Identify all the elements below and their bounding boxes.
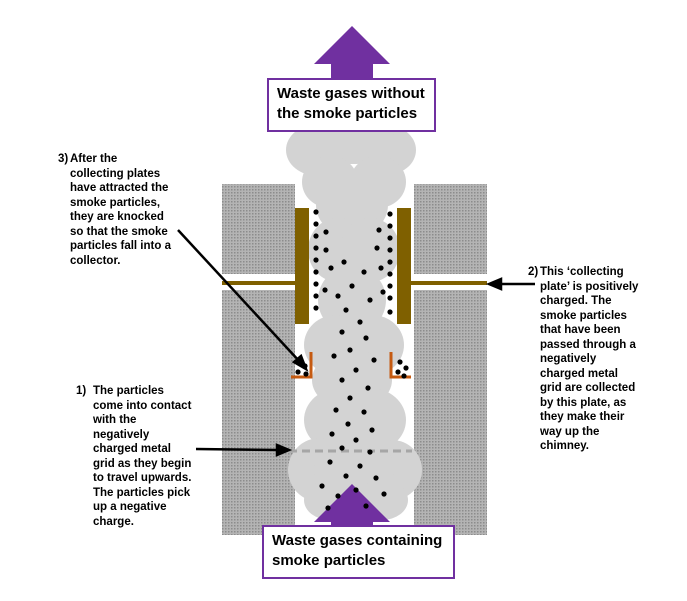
right-plate-connector [411, 281, 487, 285]
particle-dot [378, 265, 384, 271]
particle-dot [374, 245, 380, 251]
chimney-walls [222, 184, 487, 535]
arrow-to-collector [177, 229, 301, 363]
particle-dot [339, 329, 345, 335]
particle-dot [387, 271, 393, 277]
particle-dot [361, 409, 367, 415]
particle-dot [322, 287, 328, 293]
particle-dot [303, 371, 309, 377]
left-wall-upper [222, 184, 295, 274]
note-3: 3) After the collecting plates have attr… [58, 153, 171, 267]
particle-dot [313, 245, 319, 251]
particle-dot [353, 367, 359, 373]
particle-dot [295, 369, 301, 375]
pointer-arrows [177, 229, 535, 457]
note-2-number: 2) [528, 266, 539, 278]
particle-dot [387, 247, 393, 253]
particle-dot [387, 235, 393, 241]
particle-dot [325, 505, 331, 511]
left-collector [291, 352, 313, 379]
top-label-line2: the smoke particles [277, 105, 418, 122]
particle-dot [387, 295, 393, 301]
particle-dot [353, 437, 359, 443]
particle-dot [373, 475, 379, 481]
particle-dot [328, 265, 334, 271]
particle-dot [313, 293, 319, 299]
particle-dot [335, 293, 341, 299]
particle-dot [363, 503, 369, 509]
particle-dot [387, 309, 393, 315]
particle-dot [327, 459, 333, 465]
particle-dot [381, 491, 387, 497]
particle-dot [333, 407, 339, 413]
particle-dot [387, 223, 393, 229]
particle-dot [331, 353, 337, 359]
particle-dot [302, 363, 308, 369]
left-wall-lower [222, 290, 295, 535]
particle-dot [339, 445, 345, 451]
left-collecting-plate [295, 208, 309, 324]
particle-dot [357, 463, 363, 469]
particle-dot [357, 319, 363, 325]
particle-dot [367, 449, 373, 455]
right-wall-upper [414, 184, 487, 274]
particle-dot [403, 365, 409, 371]
top-label-line1: Waste gases without [277, 85, 425, 102]
bottom-label-line1: Waste gases containing [272, 532, 443, 549]
particle-dot [380, 289, 386, 295]
right-wall-lower [414, 290, 487, 535]
particle-dot [401, 373, 407, 379]
particle-dot [347, 347, 353, 353]
particle-dot [313, 269, 319, 275]
bottom-label-line2: smoke particles [272, 552, 386, 569]
particle-dot [323, 229, 329, 235]
particle-dot [313, 305, 319, 311]
right-collecting-plate [397, 208, 411, 324]
particle-dot [313, 209, 319, 215]
particle-dot [313, 257, 319, 263]
particle-dot [295, 357, 301, 363]
top-label-box: Waste gases without the smoke particles [267, 78, 436, 132]
arrow-to-grid [195, 447, 279, 452]
particle-dot [361, 269, 367, 275]
particle-dot [387, 259, 393, 265]
particle-dot [329, 431, 335, 437]
note-1-number: 1) [76, 385, 87, 397]
bottom-label-box: Waste gases containing smoke particles [262, 525, 455, 579]
particle-dot [349, 283, 355, 289]
particle-dot [343, 473, 349, 479]
particle-dot [397, 359, 403, 365]
particle-dot [319, 483, 325, 489]
particle-dot [347, 395, 353, 401]
particle-dot [387, 211, 393, 217]
particle-dot [339, 377, 345, 383]
particle-dot [353, 487, 359, 493]
particle-dot [313, 233, 319, 239]
note-3-number: 3) [58, 153, 69, 165]
particle-dot [365, 385, 371, 391]
left-plate-connector [222, 281, 295, 285]
particle-dot [369, 427, 375, 433]
particle-dot [376, 227, 382, 233]
particle-dot [345, 421, 351, 427]
particle-dot [343, 307, 349, 313]
particle-dot [313, 281, 319, 287]
note-1: 1) The particles come into contact with … [76, 385, 192, 528]
collecting-plates [222, 208, 487, 324]
particle-dot [367, 297, 373, 303]
particle-dot [371, 357, 377, 363]
particle-dot [323, 247, 329, 253]
particle-dot [313, 221, 319, 227]
smoke-particles [295, 209, 409, 511]
particle-dot [341, 259, 347, 265]
particle-dot [363, 335, 369, 341]
note-2: 2) This ‘collecting plate’ is positively… [528, 266, 639, 452]
particle-dot [395, 369, 401, 375]
particle-dot [335, 493, 341, 499]
particle-dot [387, 283, 393, 289]
